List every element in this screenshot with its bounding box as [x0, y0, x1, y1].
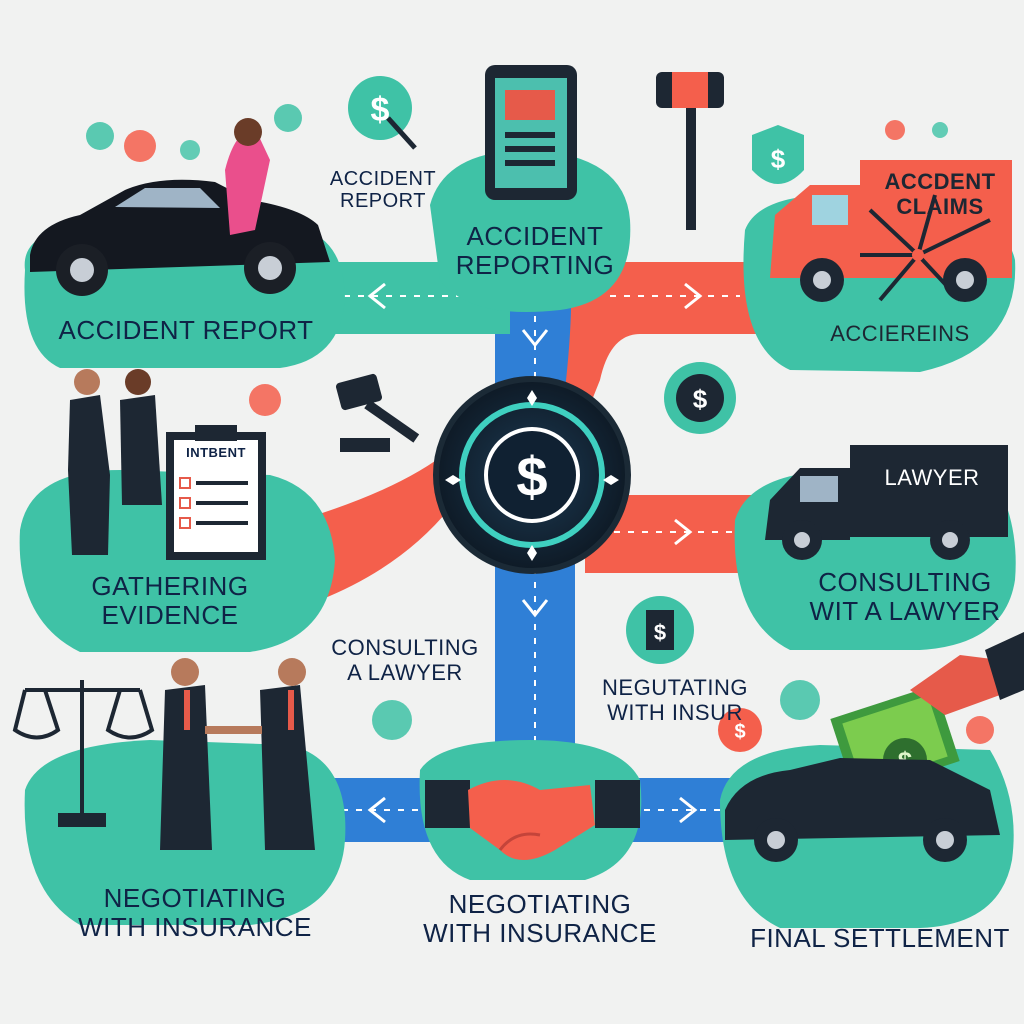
negotiating-center-line-1: Negotiating	[448, 889, 632, 919]
consulting-lawyer-right-line-2: Wit a Lawyer	[809, 596, 1001, 627]
arrow-down-icon	[521, 329, 549, 348]
incident-document-label: Intbent	[186, 445, 246, 460]
consulting-lawyer-mid-line-2: a Lawyer	[347, 659, 463, 685]
shield-dollar-icon: $	[752, 125, 804, 184]
arrow-right-icon	[684, 282, 703, 310]
svg-text:$: $	[371, 91, 390, 129]
people-with-clipboard-illustration	[68, 369, 266, 560]
arrow-right-icon-2	[674, 518, 693, 546]
negotiating-center-line-2: With Insurance	[423, 918, 657, 949]
accident-report-small-label: Accident Report	[318, 168, 448, 213]
tag-dollar-icon: $	[626, 596, 694, 664]
accident-reporting-label: Accident Reporting	[440, 221, 630, 281]
truck-sign-line-2: Claims	[896, 193, 984, 219]
accident-reporting-line-2: Reporting	[455, 250, 615, 281]
gathering-evidence-line-1: Gathering	[91, 571, 249, 601]
handshake-icon	[425, 780, 640, 860]
svg-text:$: $	[771, 144, 786, 174]
coral-top-right-connector	[560, 262, 760, 430]
decorative-flower-icons	[86, 104, 994, 744]
accident-report-small-line-1: Accident	[329, 168, 437, 190]
scales-of-justice-icon	[12, 680, 155, 827]
money-and-car-illustration: $	[725, 632, 1024, 862]
dollar-badge-icon-top: $	[348, 76, 417, 150]
consulting-lawyer-mid-line-1: Consulting	[331, 635, 479, 660]
consulting-lawyer-right-line-1: Consulting	[818, 567, 992, 597]
dollar-sign-icon: $	[516, 445, 547, 508]
accident-report-label: Accident Report	[58, 315, 314, 345]
gavel-icon-mid	[335, 373, 420, 452]
svg-text:$: $	[693, 384, 708, 414]
accident-reporting-line-1: Accident	[466, 221, 604, 251]
gavel-icon-top	[656, 72, 724, 230]
negotiating-mid-line-2: With Insur	[607, 699, 743, 725]
truck-sign-line-1: Accdent	[884, 169, 996, 194]
impact-burst-icon	[860, 194, 991, 302]
red-truck-illustration	[770, 160, 1012, 302]
dollar-badge-icon-right: $	[664, 362, 736, 434]
negotiating-left-line-1: Negotiating	[103, 883, 287, 913]
lawyer-van-label: Lawyer	[884, 465, 980, 490]
gathering-evidence-line-2: Evidence	[101, 600, 239, 631]
negotiating-mid-line-1: Negutating	[602, 675, 748, 700]
negotiating-mid-label: Negutating With Insur	[580, 675, 770, 725]
coral-left-connector	[300, 450, 470, 600]
car-illustration-top-left	[30, 118, 330, 296]
truck-sign-label: Accdent Claims	[870, 169, 1010, 219]
consulting-lawyer-right-label: Consulting Wit a Lawyer	[790, 567, 1020, 627]
businessmen-handshake-illustration	[160, 658, 315, 850]
arrow-left-icon-2	[367, 796, 386, 824]
negotiating-left-line-2: With Insurance	[78, 912, 312, 943]
gathering-evidence-label: Gathering Evidence	[50, 571, 290, 631]
svg-text:$: $	[654, 620, 666, 645]
lawyer-van-illustration	[765, 445, 1008, 560]
consulting-lawyer-mid-label: Consulting a Lawyer	[320, 635, 490, 685]
svg-text:$: $	[734, 721, 745, 743]
arrow-right-icon-3	[679, 796, 698, 824]
arrow-down-icon-2	[521, 599, 549, 618]
accidering-label: Acciereins	[830, 321, 970, 346]
negotiating-center-label: Negotiating With Insurance	[400, 889, 680, 949]
tablet-illustration	[485, 65, 577, 200]
coin-dollar-icon: $	[718, 708, 762, 752]
arrow-icons	[367, 282, 703, 824]
center-dollar-medallion: $	[433, 376, 631, 574]
blob-accident-reporting	[430, 150, 631, 312]
accident-report-small-line-2: Report	[340, 190, 426, 213]
arrow-left-icon	[367, 282, 386, 310]
final-settlement-label: Final Settlement	[750, 923, 1010, 953]
negotiating-left-label: Negotiating With Insurance	[50, 883, 340, 943]
